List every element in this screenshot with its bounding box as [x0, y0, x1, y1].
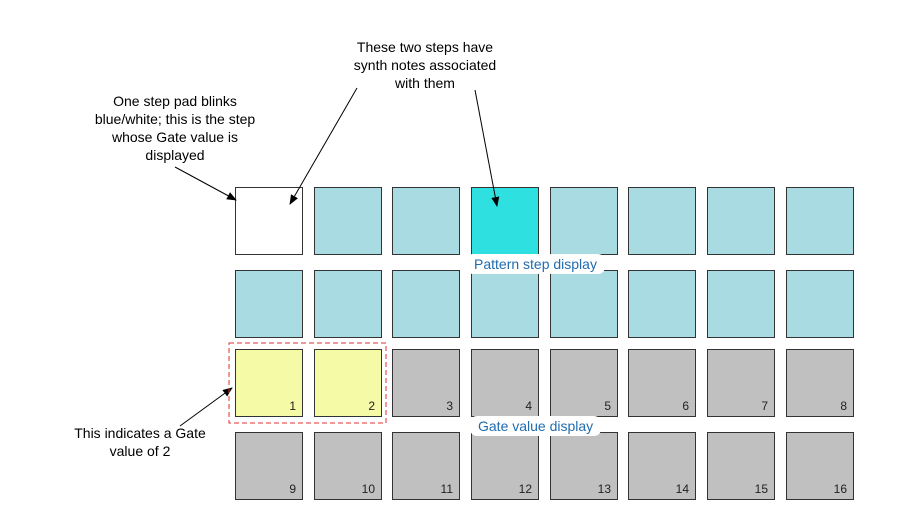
gate-pad-lit[interactable]: 2 [314, 349, 382, 417]
gate-pad-number: 3 [446, 399, 453, 413]
pattern-step-pad[interactable] [786, 270, 854, 338]
pattern-step-display-label: Pattern step display [466, 254, 605, 274]
gate-pad[interactable]: 8 [786, 349, 854, 417]
gate-pad[interactable]: 11 [392, 432, 460, 500]
callout-synth-steps-line: These two steps have [356, 39, 494, 55]
callout-blink-pad-line: whose Gate value is [111, 129, 239, 145]
gate-pad-number: 14 [675, 482, 689, 496]
arrow-to-blink-pad [174, 166, 237, 201]
callout-blink-pad-line: blue/white; this is the step [94, 111, 256, 127]
arrow-to-synth-step-1 [289, 87, 358, 205]
gate-pad-number: 12 [518, 482, 532, 496]
gate-pad-number: 7 [761, 399, 768, 413]
gate-pad-number: 10 [361, 482, 375, 496]
gate-pad[interactable]: 15 [707, 432, 775, 500]
pattern-step-pad-synth-note[interactable] [471, 187, 539, 255]
gate-pad-lit[interactable]: 1 [235, 349, 303, 417]
gate-pad-number: 5 [604, 399, 611, 413]
pattern-step-pad[interactable] [628, 187, 696, 255]
gate-pad[interactable]: 4 [471, 349, 539, 417]
gate-pad-number: 4 [525, 399, 532, 413]
pattern-step-pad[interactable] [786, 187, 854, 255]
callout-synth-steps-line: synth notes associated [353, 57, 497, 73]
pattern-step-pad[interactable] [314, 187, 382, 255]
gate-pad[interactable]: 6 [628, 349, 696, 417]
gate-value-display-label: Gate value display [470, 416, 602, 436]
gate-pad-number: 2 [368, 399, 375, 413]
gate-pad[interactable]: 10 [314, 432, 382, 500]
pattern-step-pad[interactable] [707, 187, 775, 255]
gate-pad[interactable]: 9 [235, 432, 303, 500]
arrow-to-gate-indicator [179, 387, 233, 427]
pattern-step-pad[interactable] [707, 270, 775, 338]
callout-gate-indicator-line: This indicates a Gate [74, 425, 206, 441]
pattern-step-pad[interactable] [314, 270, 382, 338]
gate-pad[interactable]: 3 [392, 349, 460, 417]
callout-blink-pad-line: One step pad blinks [113, 93, 237, 109]
gate-pad-number: 6 [682, 399, 689, 413]
pattern-step-pad[interactable] [392, 187, 460, 255]
arrow-to-synth-step-4 [474, 89, 500, 207]
gate-pad-number: 11 [440, 482, 453, 496]
callout-blink-pad-line: displayed [145, 147, 205, 163]
pattern-step-pad[interactable] [471, 270, 539, 338]
gate-pad[interactable]: 12 [471, 432, 539, 500]
callout-gate-indicator-line: value of 2 [109, 443, 171, 459]
callout-gate-indicator: This indicates a Gate value of 2 [50, 424, 230, 460]
gate-pad[interactable]: 16 [786, 432, 854, 500]
callout-synth-steps: These two steps have synth notes associa… [330, 38, 520, 92]
gate-pad-number: 13 [597, 482, 611, 496]
gate-pad-number: 1 [289, 399, 296, 413]
callout-blink-pad: One step pad blinks blue/white; this is … [80, 92, 270, 164]
gate-pad-number: 16 [833, 482, 847, 496]
gate-indicator-outline [228, 342, 387, 424]
pattern-step-pad[interactable] [235, 270, 303, 338]
callout-synth-steps-line: with them [395, 75, 455, 91]
pattern-step-pad[interactable] [392, 270, 460, 338]
gate-pad-number: 9 [289, 482, 296, 496]
gate-pad-number: 15 [754, 482, 768, 496]
gate-pad[interactable]: 7 [707, 349, 775, 417]
pattern-step-pad[interactable] [550, 270, 618, 338]
gate-pad-number: 8 [840, 399, 847, 413]
pattern-step-pad[interactable] [628, 270, 696, 338]
gate-pad[interactable]: 14 [628, 432, 696, 500]
pattern-step-pad[interactable] [550, 187, 618, 255]
